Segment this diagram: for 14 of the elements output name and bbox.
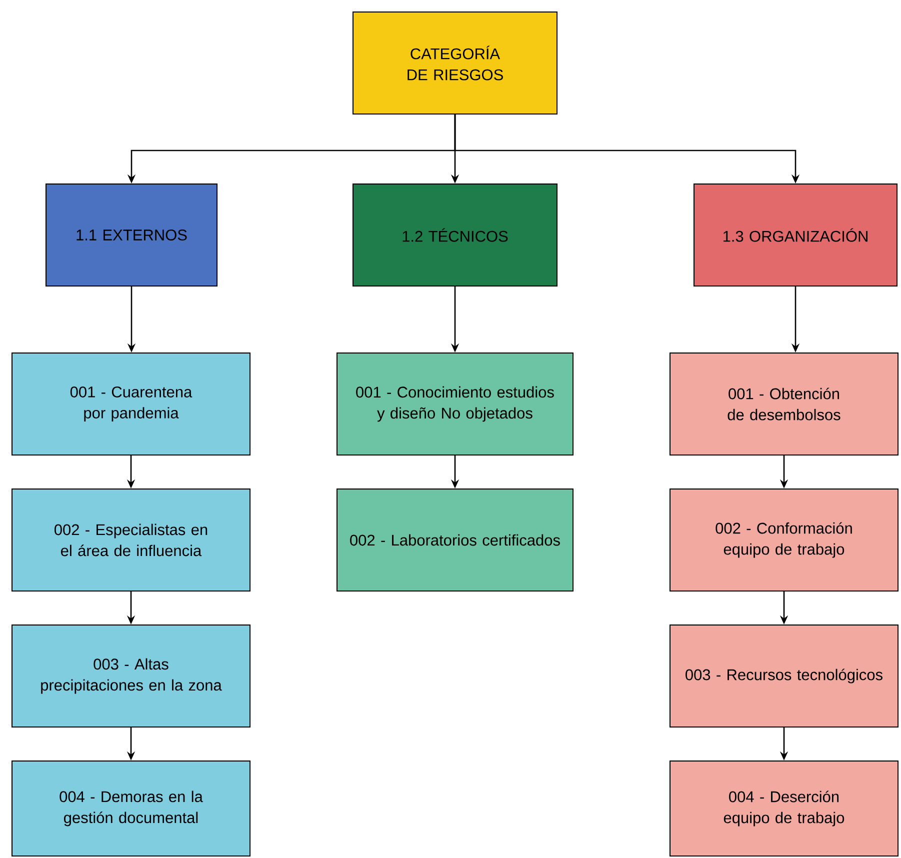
risk-box: 001 - Conocimiento estudios y diseño No objetados: [336, 352, 574, 456]
risk-box: 003 - Recursos tecnológicos: [670, 624, 898, 728]
category-box: 1.3 ORGANIZACIÓN: [694, 184, 898, 286]
category-box: 1.1 EXTERNOS: [46, 184, 218, 286]
risk-box: 003 - Altas precipitaciones en la zona: [12, 624, 250, 728]
risk-box: 002 - Laboratorios certificados: [336, 488, 574, 592]
category-box: 1.2 TÉCNICOS: [352, 184, 558, 286]
risk-box: 001 - Cuarentena por pandemia: [12, 352, 250, 456]
risk-box: 002 - Especialistas en el área de influencia: [12, 488, 250, 592]
root-box: CATEGORÍA DE RIESGOS: [352, 12, 558, 114]
risk-box: 001 - Obtención de desembolsos: [670, 352, 898, 456]
risk-box: 004 - Deserción equipo de trabajo: [670, 760, 898, 856]
risk-box: 002 - Conformación equipo de trabajo: [670, 488, 898, 592]
risk-box: 004 - Demoras en la gestión documental: [12, 760, 250, 856]
